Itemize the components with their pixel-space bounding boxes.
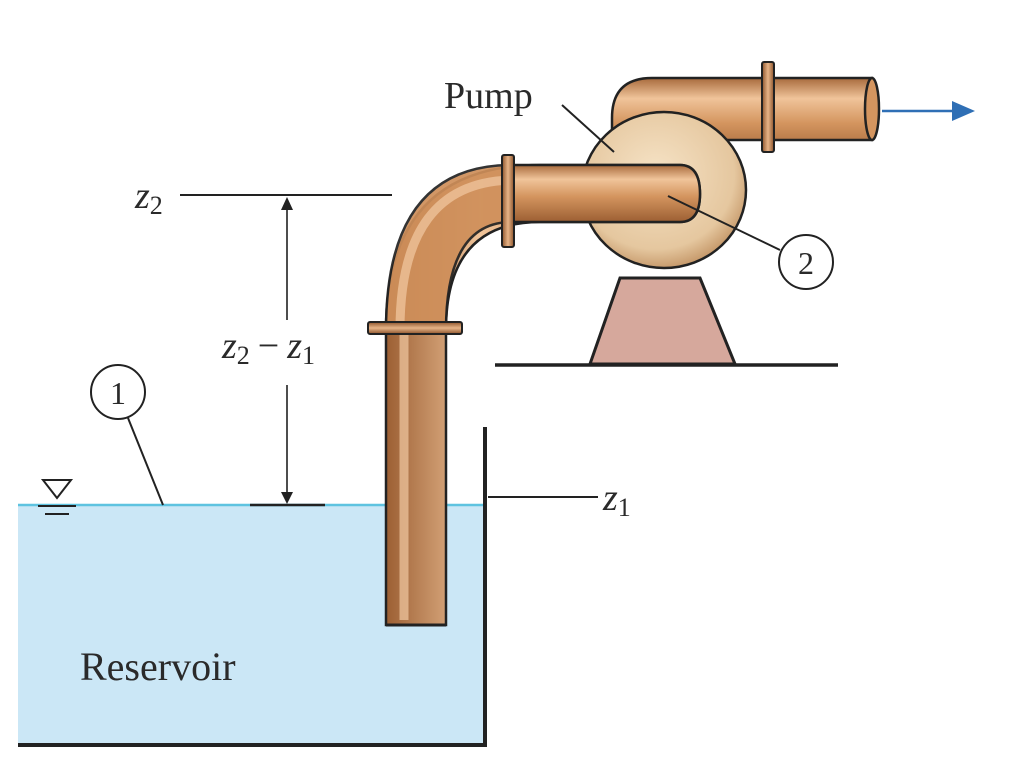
pump-label: Pump — [444, 75, 533, 117]
z2-label: z2 — [134, 175, 163, 220]
pump-foundation — [495, 276, 838, 367]
reservoir-label: Reservoir — [80, 644, 236, 689]
point-1-circle — [90, 364, 146, 420]
suction-flange-horizontal — [501, 154, 515, 248]
height-difference-label: z2−z1 — [221, 325, 315, 370]
point-2-circle — [778, 234, 834, 290]
point-1-callout: 1 — [90, 364, 164, 506]
discharge-flange — [761, 61, 775, 153]
point-2-callout: 2 — [667, 195, 834, 290]
z1-label: z1 — [602, 477, 631, 522]
elevation-dimensions — [180, 194, 598, 507]
flow-arrow-icon — [882, 101, 975, 121]
pump-callout: Pump — [444, 75, 615, 153]
suction-pipe — [367, 154, 702, 627]
reservoir-wall — [18, 427, 487, 747]
point-1-label: 1 — [110, 375, 126, 411]
point-2-label: 2 — [798, 245, 814, 281]
free-surface-triangle-icon — [38, 479, 76, 515]
suction-flange-vertical — [367, 321, 463, 335]
pump-stand — [587, 276, 738, 366]
